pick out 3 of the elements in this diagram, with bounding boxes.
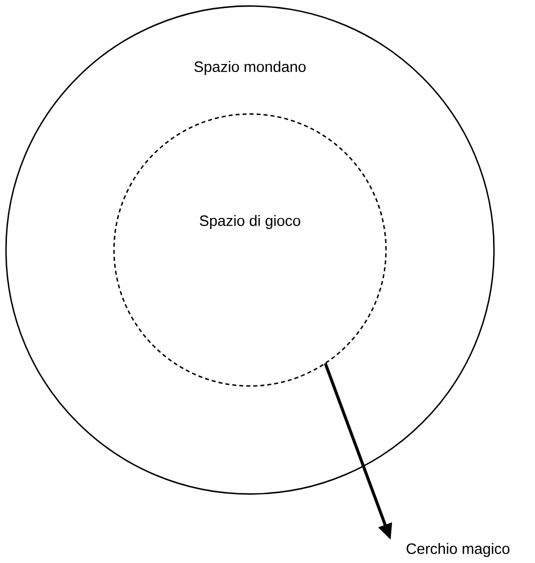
circle-label: Spazio mondano (194, 61, 306, 75)
text-label: Cerchio magico (406, 543, 510, 557)
circle-label: Spazio di gioco (200, 215, 300, 229)
